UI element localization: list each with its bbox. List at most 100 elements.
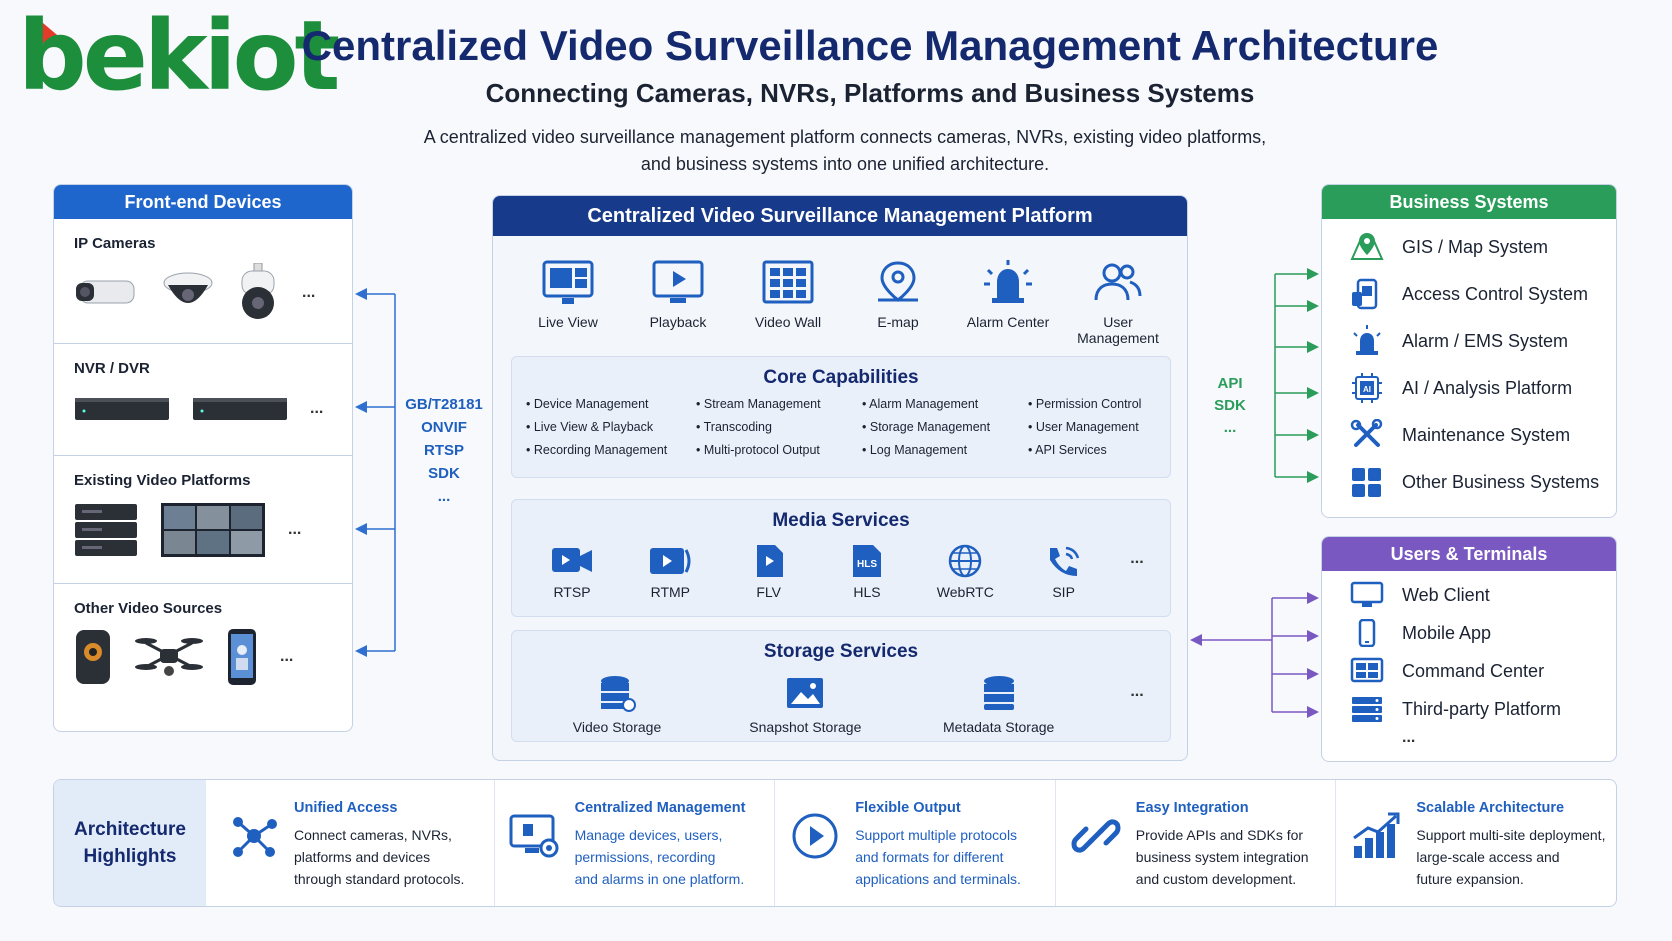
alarm-icon — [984, 260, 1032, 303]
front-end-devices-title: Front-end Devices — [54, 185, 352, 219]
highlight-line: business system integration — [1135, 849, 1309, 865]
ai-chip-icon: AI — [1352, 373, 1382, 403]
business-item-label: Access Control System — [1402, 283, 1589, 304]
access-card-icon — [1352, 278, 1378, 310]
media-label: WebRTC — [936, 584, 994, 600]
map-pin-icon — [878, 261, 918, 302]
module-e-map[interactable]: E-map — [843, 260, 953, 346]
architecture-highlights-bar: Architecture Highlights Unified Access C… — [53, 779, 1617, 907]
business-item-label: GIS / Map System — [1402, 236, 1549, 257]
highlight-centralized-management: Centralized Management Manage devices, u… — [493, 780, 775, 906]
highlight-title: Unified Access — [294, 800, 398, 816]
management-platform-panel: Centralized Video Surveillance Managemen… — [492, 195, 1188, 761]
terminal-label: Command Center — [1402, 660, 1545, 681]
existing-video-platforms-section: Existing Video Platforms ... — [54, 455, 352, 583]
media-rtmp: RTMP — [630, 544, 710, 600]
command-center-icon — [1350, 657, 1384, 683]
highlight-line: Support multiple protocols — [855, 827, 1018, 843]
terminal-command-center[interactable]: Command Center — [1350, 657, 1561, 685]
module-live-view[interactable]: Live View — [513, 260, 623, 346]
protocol-label: RTSP — [423, 442, 464, 459]
live-view-icon — [542, 260, 594, 304]
highlight-line: platforms and devices — [294, 849, 431, 865]
terminal-mobile-app[interactable]: Mobile App — [1350, 619, 1561, 647]
module-video-wall[interactable]: Video Wall — [733, 260, 843, 346]
business-item-ai-analysis[interactable]: AI AI / Analysis Platform — [1350, 372, 1599, 404]
more-indicator: ... — [288, 521, 302, 538]
storage-services-box: Storage Services Video Storage Snapshot … — [511, 630, 1171, 742]
phone-icon — [1358, 619, 1376, 647]
business-item-alarm-ems[interactable]: Alarm / EMS System — [1350, 325, 1599, 357]
growth-chart-icon — [1353, 812, 1400, 858]
description-line: A centralized video surveillance managem… — [423, 127, 1267, 147]
media-hls: HLS HLS — [827, 544, 907, 600]
media-flv: FLV — [729, 544, 809, 600]
storage-metadata: Metadata Storage — [929, 675, 1069, 735]
playback-icon — [652, 260, 704, 303]
media-label: SIP — [1052, 584, 1075, 600]
protocol-label: ONVIF — [421, 419, 467, 436]
business-item-other[interactable]: Other Business Systems — [1350, 466, 1599, 498]
highlight-line: Manage devices, users, — [574, 827, 723, 843]
business-item-access-control[interactable]: Access Control System — [1350, 278, 1599, 310]
dome-camera-icon — [163, 272, 213, 303]
storage-snapshot: Snapshot Storage — [735, 675, 875, 735]
capability-item: Device Management — [526, 397, 696, 411]
core-capabilities-list: Device Management Stream Management Alar… — [526, 397, 1188, 457]
highlight-line: Connect cameras, NVRs, — [294, 827, 452, 843]
highlight-line: Support multi-site deployment, — [1416, 827, 1606, 843]
image-icon — [787, 678, 824, 708]
users-icon — [1094, 263, 1142, 301]
ip-cameras-section: IP Cameras ... — [54, 219, 352, 343]
more-indicator: ... — [310, 400, 324, 417]
terminal-label: Mobile App — [1402, 622, 1492, 643]
highlights-title-line: Architecture — [74, 819, 186, 840]
globe-icon — [949, 544, 982, 578]
section-label: Other Video Sources — [74, 600, 223, 617]
module-playback[interactable]: Playback — [623, 260, 733, 346]
bullet-camera-icon — [76, 280, 135, 304]
terminal-web-client[interactable]: Web Client — [1350, 581, 1561, 609]
platform-title: Centralized Video Surveillance Managemen… — [493, 196, 1187, 236]
business-item-maintenance[interactable]: Maintenance System — [1350, 419, 1599, 451]
highlight-title: Easy Integration — [1135, 800, 1249, 816]
media-rtsp: RTSP — [532, 544, 612, 600]
interface-label: SDK — [1214, 397, 1246, 414]
server-icon — [1352, 697, 1382, 722]
flv-file-icon — [756, 545, 783, 577]
integration-interfaces: API SDK ... — [1210, 373, 1250, 439]
svg-text:AI: AI — [1363, 385, 1371, 394]
media-label: FLV — [756, 584, 781, 600]
business-item-label: AI / Analysis Platform — [1402, 377, 1573, 398]
more-indicator: ... — [302, 284, 316, 301]
highlight-line: and formats for different — [855, 849, 1004, 865]
module-user-management[interactable]: User Management — [1063, 260, 1173, 346]
media-label: RTSP — [553, 584, 591, 600]
terminal-label: Web Client — [1402, 584, 1490, 605]
alarm-icon — [1353, 325, 1381, 355]
module-label: Playback — [649, 314, 707, 330]
platform-modules: Live View Playback Video Wall E-map Alar… — [513, 260, 1173, 346]
terminal-third-party[interactable]: Third-party Platform — [1350, 695, 1561, 723]
video-wall-icon — [762, 260, 814, 304]
business-item-gis[interactable]: GIS / Map System — [1350, 231, 1599, 263]
business-systems-title: Business Systems — [1322, 185, 1616, 219]
capability-item: Live View & Playback — [526, 420, 696, 434]
highlight-easy-integration: Easy Integration Provide APIs and SDKs f… — [1054, 780, 1336, 906]
phone-call-icon — [1049, 546, 1079, 576]
capability-item: Transcoding — [696, 420, 862, 434]
core-capabilities-box: Core Capabilities Device Management Stre… — [511, 356, 1171, 478]
body-camera-icon — [76, 630, 110, 684]
module-label: Alarm Center — [966, 314, 1050, 330]
section-label: Existing Video Platforms — [74, 472, 251, 489]
storage-video: Video Storage — [552, 675, 682, 735]
page-title: Centralized Video Surveillance Managemen… — [301, 22, 1439, 69]
module-label: E-map — [877, 314, 919, 330]
interface-label: API — [1217, 375, 1243, 392]
business-item-label: Other Business Systems — [1402, 471, 1600, 492]
capability-item: Stream Management — [696, 397, 862, 411]
capability-item: Alarm Management — [862, 397, 1028, 411]
nvr-dvr-section: NVR / DVR ... — [54, 343, 352, 455]
module-alarm-center[interactable]: Alarm Center — [953, 260, 1063, 346]
more-indicator: ... — [1402, 729, 1416, 746]
